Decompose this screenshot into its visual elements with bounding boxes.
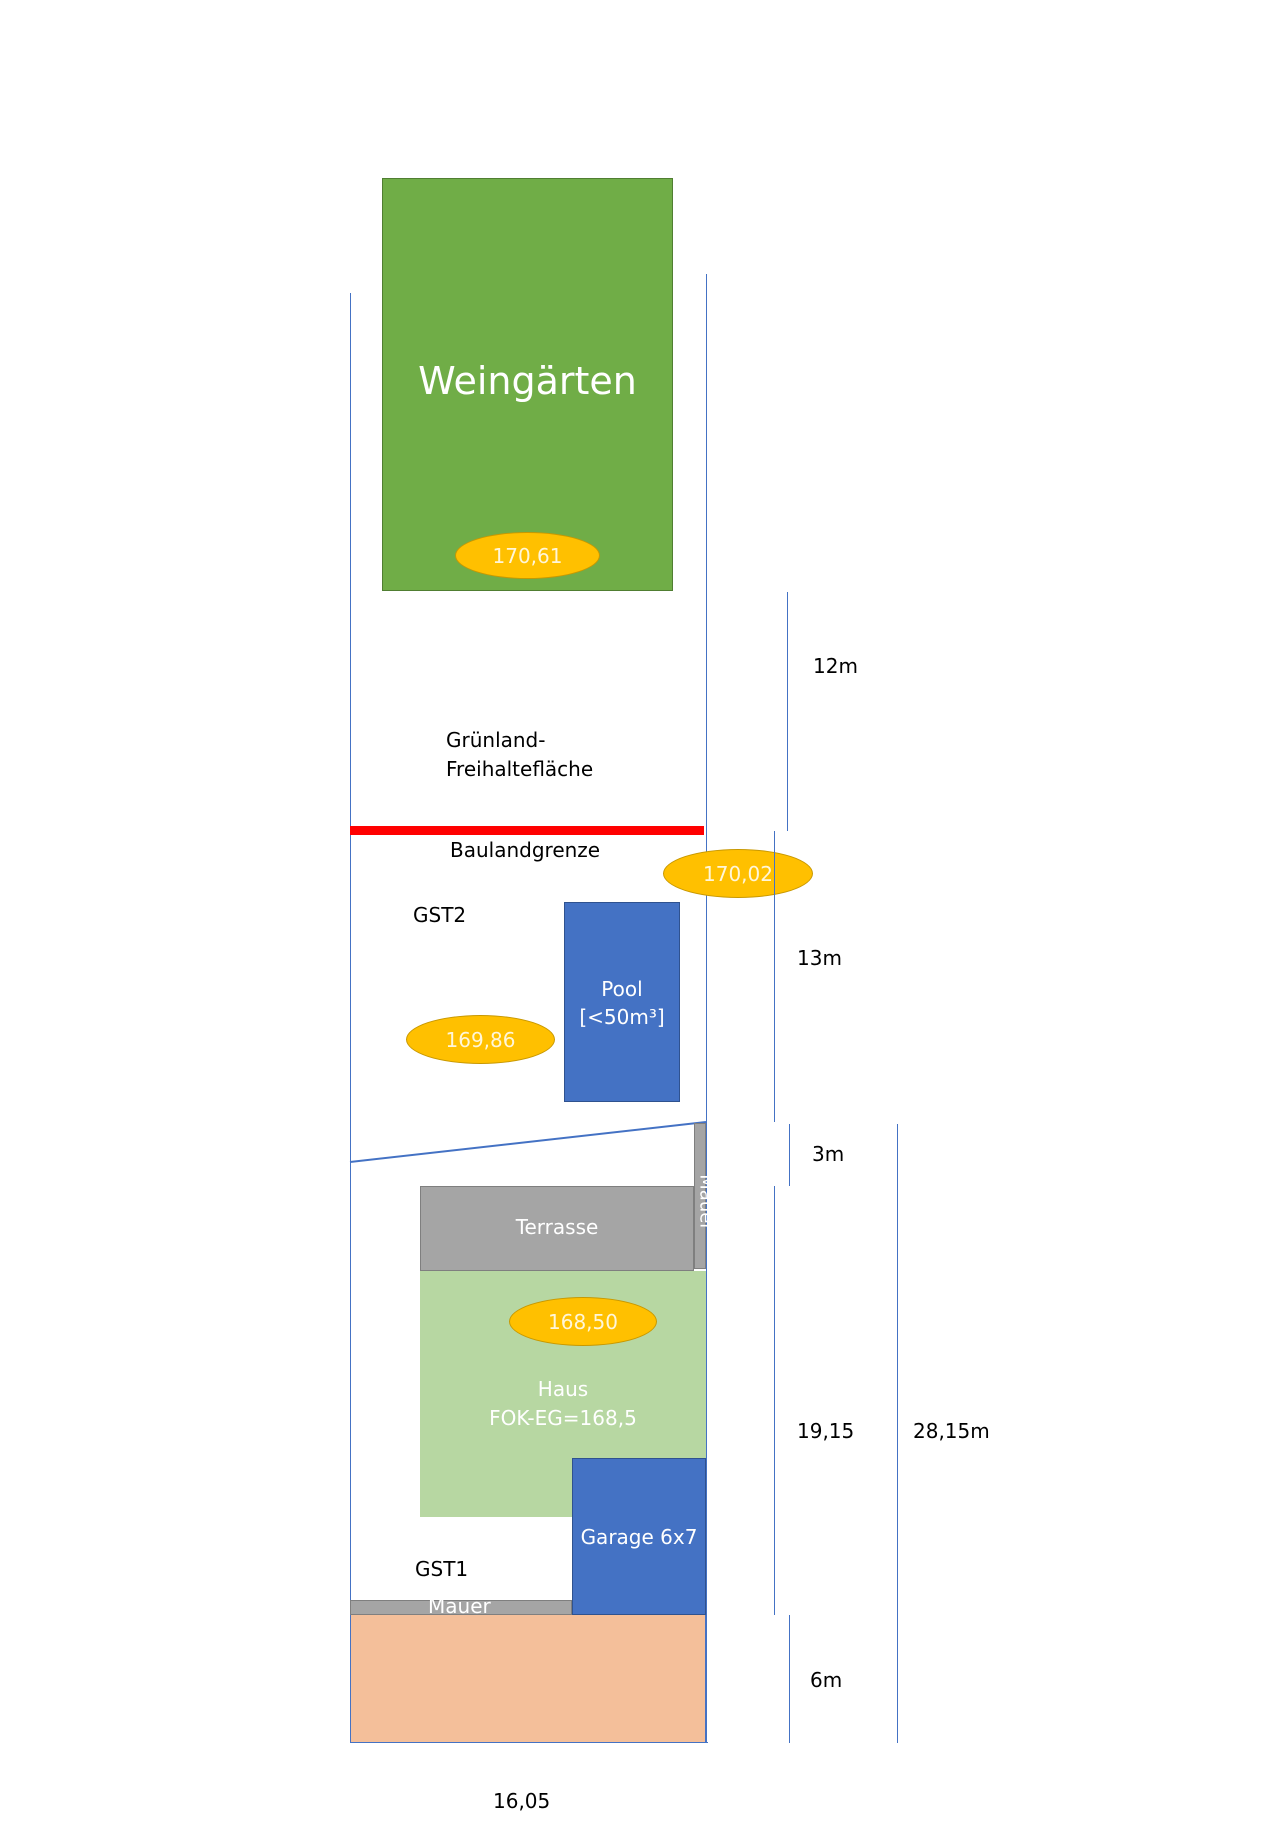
dim-line-1915 [774,1186,775,1615]
garage: Garage 6x7 [572,1458,706,1615]
dim-label-2815: 28,15m [913,1419,990,1443]
street-area [350,1615,706,1743]
elevation-vineyard: 170,61 [455,532,600,579]
greenland-label-line1: Grünland- [446,728,546,752]
bottom-wall-label: Mauer [428,1594,491,1618]
house-label-line2: FOK-EG=168,5 [489,1406,637,1430]
width-label: 16,05 [493,1789,551,1813]
garage-label: Garage 6x7 [580,1525,698,1549]
elevation-plot2: 169,86 [406,1015,555,1064]
dim-line-6m [789,1615,790,1743]
pool: Pool [<50m³] [564,902,680,1102]
house-label-line1: Haus [537,1377,589,1401]
greenland-label-line2: Freihaltefläche [446,757,594,781]
side-wall-label: Mauer [695,1174,717,1231]
plot-left-border [350,293,351,1743]
dim-line-13m [774,831,775,1122]
bottom-wall [350,1600,572,1615]
pool-label-line2: [<50m³] [579,1005,665,1029]
plot2-label: GST2 [413,903,467,927]
elevation-house: 168,50 [509,1297,657,1346]
side-wall [694,1123,706,1269]
vineyard-label: Weingärten [418,359,637,403]
dim-line-12m [787,592,788,831]
dim-label-1915: 19,15 [797,1419,855,1443]
dim-label-13m: 13m [797,946,842,970]
dim-line-2815 [897,1124,898,1743]
building-boundary-line [350,826,704,835]
terrace: Terrasse [420,1186,694,1271]
plot-right-border [706,274,707,1743]
elevation-boundary: 170,02 [663,849,813,898]
building-boundary-label: Baulandgrenze [450,838,601,862]
plot1-label: GST1 [415,1557,469,1581]
dim-label-12m: 12m [813,654,858,678]
pool-label-line1: Pool [601,977,643,1001]
terrace-label: Terrasse [515,1215,599,1239]
dim-label-6m: 6m [810,1668,843,1692]
dim-line-3m [789,1124,790,1186]
dim-label-3m: 3m [812,1142,845,1166]
vineyard-area: Weingärten [382,178,673,591]
